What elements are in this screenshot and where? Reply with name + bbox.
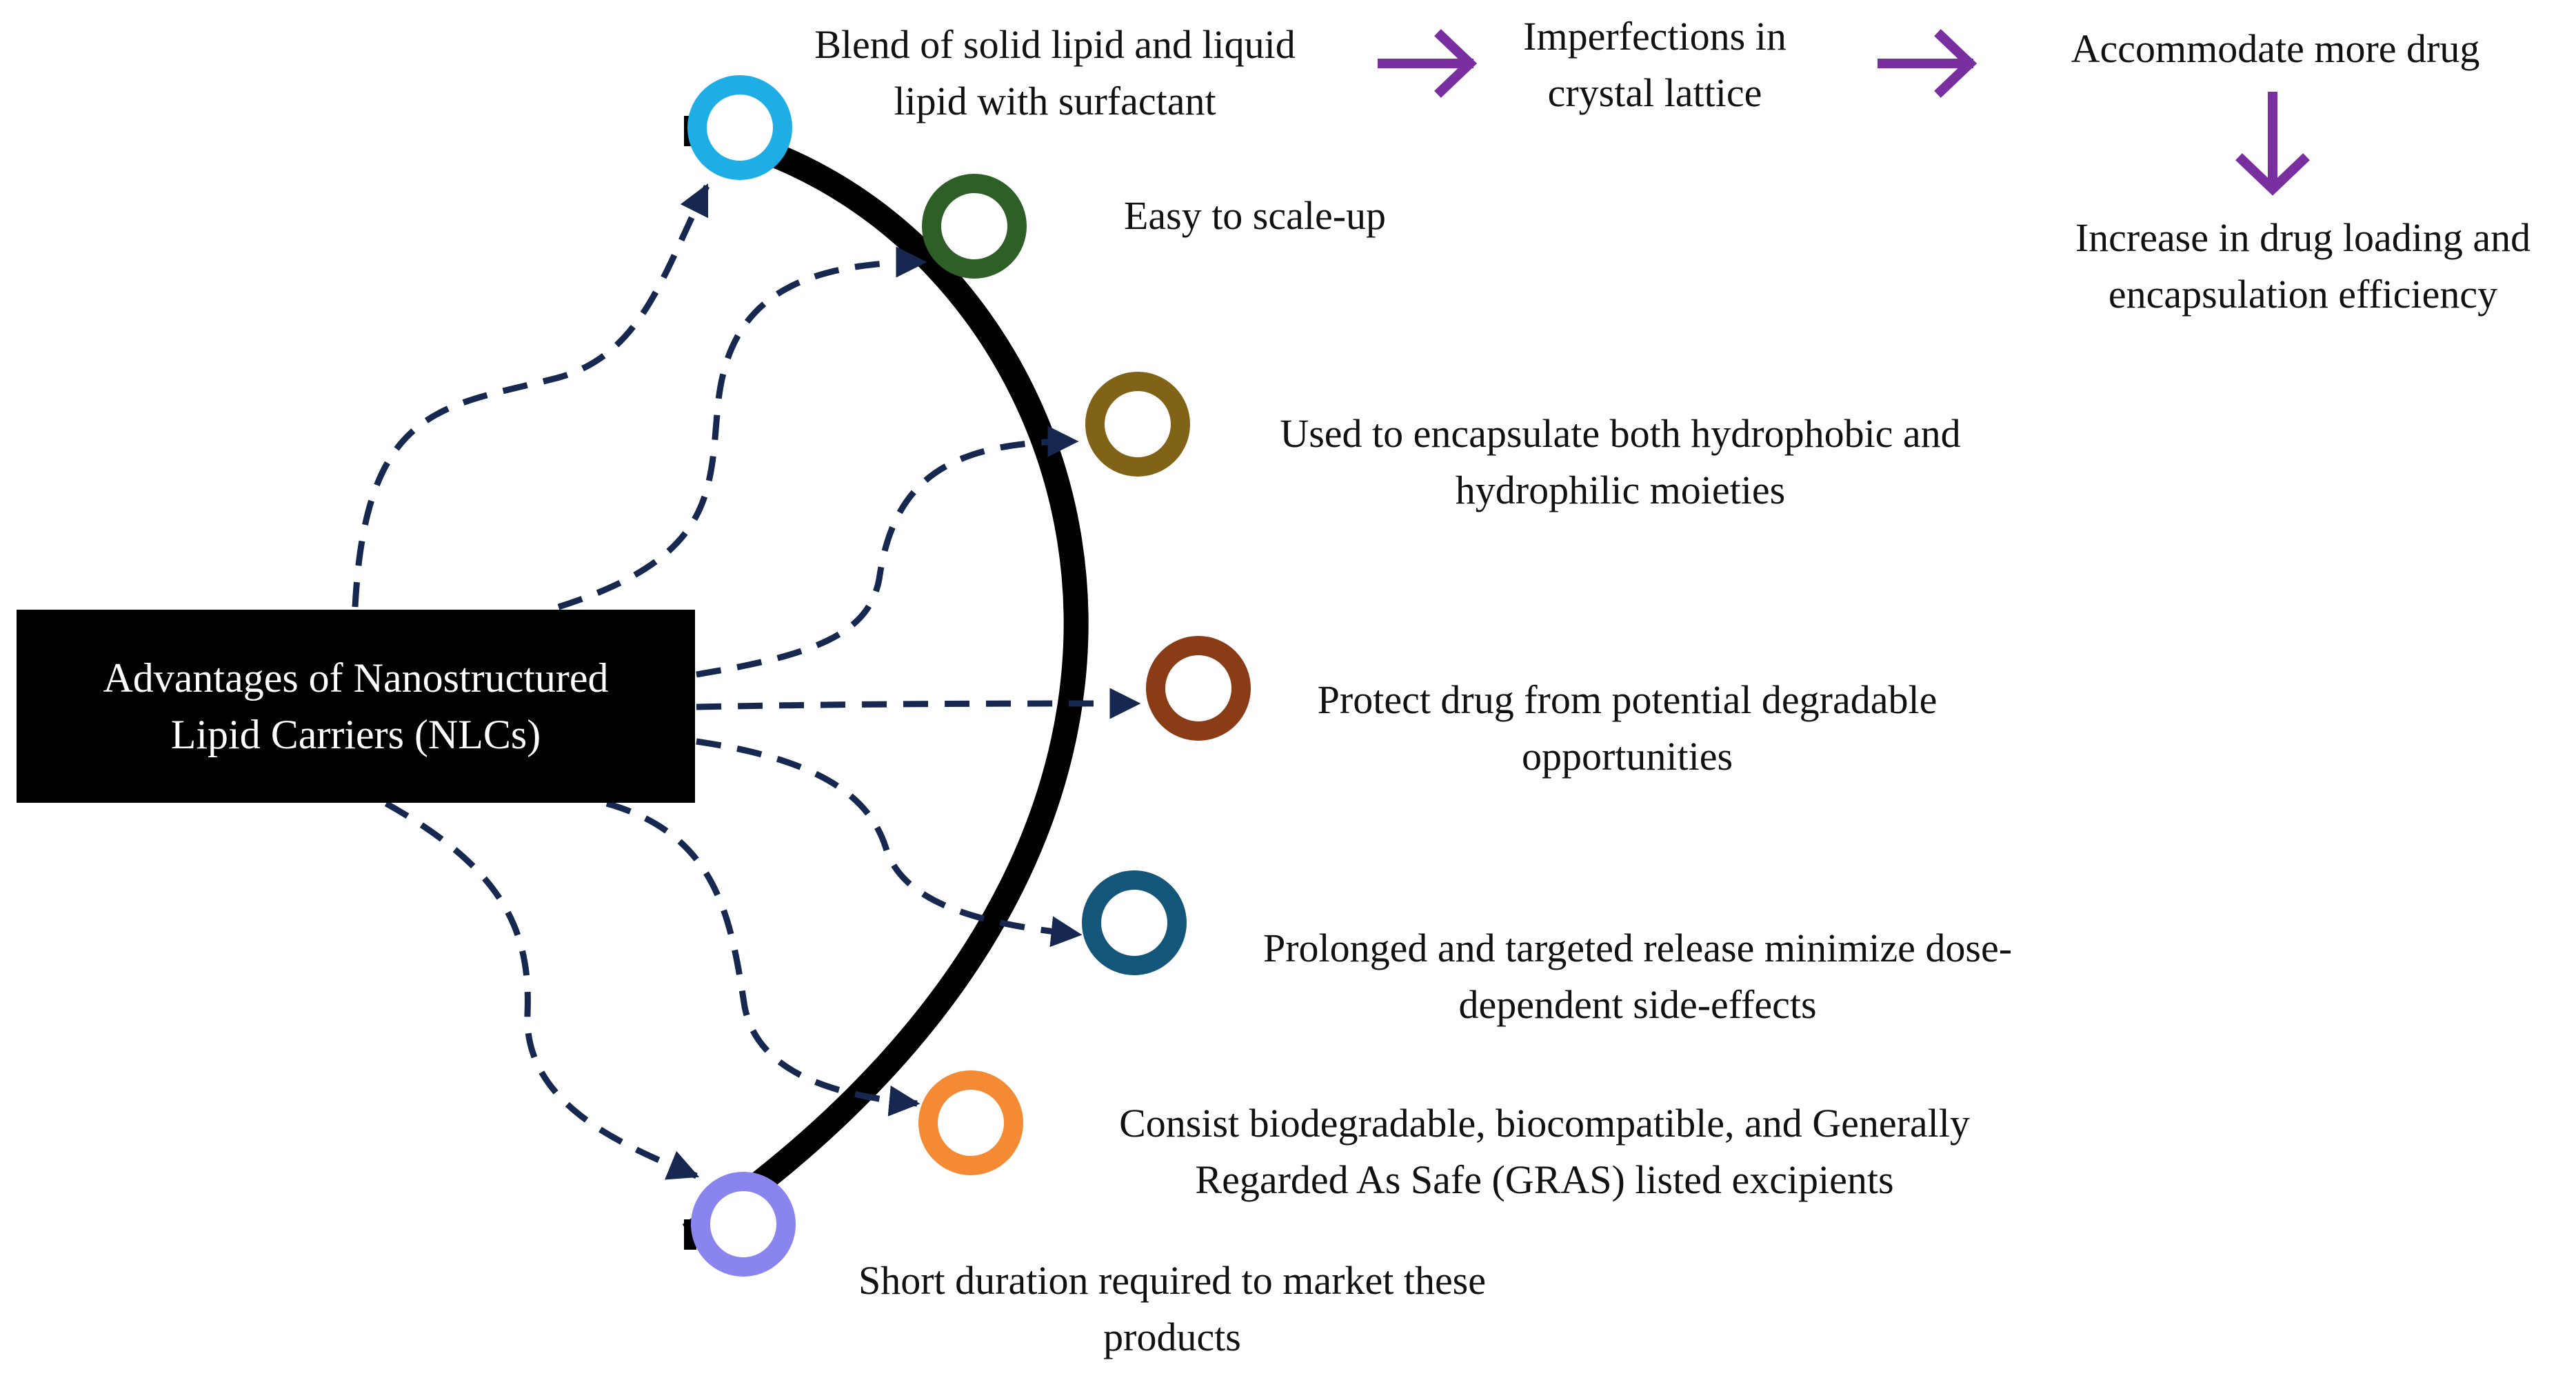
nlc-box-title-line2: Lipid Carriers (NLCs) bbox=[170, 712, 541, 757]
flow-arrow-2 bbox=[1878, 29, 1978, 98]
nlc-box-title-line1: Advantages of Nanostructured bbox=[103, 655, 609, 701]
ring-prolonged-release bbox=[1082, 870, 1187, 975]
ring-encapsulate-moieties bbox=[1085, 372, 1190, 477]
label-increase-drug-loading: Increase in drug loading and encapsulati… bbox=[2075, 215, 2531, 317]
connector-arrow-3 bbox=[696, 426, 1079, 678]
label-protect-drug: Protect drug from potential degradable o… bbox=[1317, 677, 1938, 779]
ring-short-market-duration bbox=[691, 1172, 796, 1277]
ring-easy-scale-up bbox=[922, 174, 1027, 279]
ring-blend-of-lipids bbox=[687, 75, 792, 180]
label-easy-scale-up: Easy to scale-up bbox=[1123, 193, 1387, 238]
advantages-arc bbox=[682, 119, 1089, 1245]
connector-arrow-5 bbox=[696, 738, 1083, 948]
label-short-market-duration: Short duration required to market these … bbox=[858, 1258, 1487, 1359]
flow-arrow-down bbox=[2235, 92, 2310, 196]
connector-arrow-7 bbox=[384, 801, 700, 1180]
label-imperfections: Imperfections in crystal lattice bbox=[1523, 14, 1787, 115]
connector-arrow-4 bbox=[696, 688, 1141, 719]
label-blend-of-lipids: Blend of solid lipid and liquid lipid wi… bbox=[814, 22, 1296, 123]
flow-arrow-1 bbox=[1378, 29, 1478, 98]
connector-arrow-1 bbox=[352, 183, 710, 608]
nlc-advantages-box: Advantages of Nanostructured Lipid Carri… bbox=[17, 610, 695, 803]
label-encapsulate-moieties: Used to encapsulate both hydrophobic and… bbox=[1280, 411, 1961, 512]
connector-arrow-6 bbox=[605, 800, 920, 1117]
ring-gras-excipients bbox=[918, 1070, 1023, 1175]
ring-protect-drug bbox=[1146, 636, 1251, 741]
label-prolonged-release: Prolonged and targeted release minimize … bbox=[1262, 926, 2013, 1027]
label-gras-excipients: Consist biodegradable, biocompatible, an… bbox=[1119, 1101, 1970, 1202]
label-accommodate-more-drug: Accommodate more drug bbox=[2071, 26, 2480, 71]
connector-arrow-2 bbox=[557, 246, 927, 610]
